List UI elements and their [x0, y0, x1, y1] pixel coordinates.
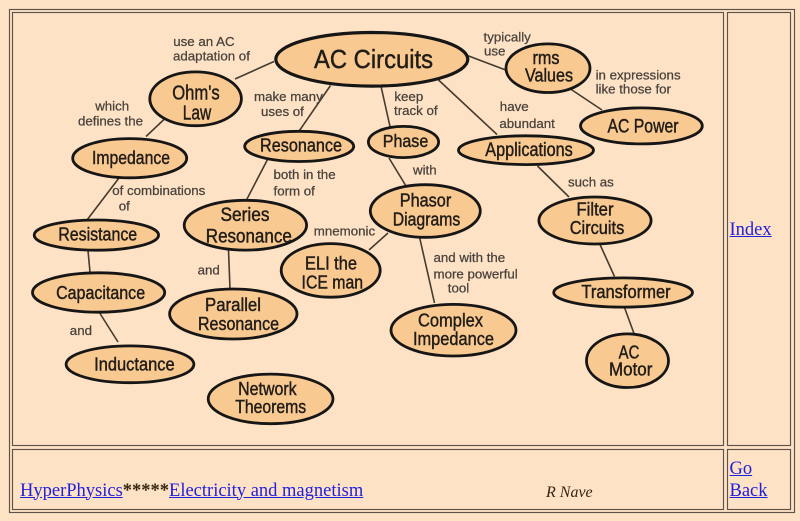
- svg-text:Inductance: Inductance: [94, 353, 175, 374]
- svg-text:Filter: Filter: [577, 199, 614, 220]
- svg-text:use: use: [484, 44, 505, 59]
- svg-text:uses of: uses of: [261, 104, 304, 119]
- svg-text:like those for: like those for: [596, 81, 672, 96]
- svg-text:Circuits: Circuits: [570, 217, 625, 238]
- svg-text:Complex: Complex: [418, 309, 484, 330]
- svg-text:make many: make many: [254, 89, 323, 104]
- svg-text:Phasor: Phasor: [400, 190, 452, 211]
- svg-text:ICE man: ICE man: [302, 272, 364, 293]
- svg-text:Parallel: Parallel: [205, 294, 261, 315]
- svg-text:AC Circuits: AC Circuits: [314, 44, 433, 74]
- svg-text:Diagrams: Diagrams: [393, 209, 461, 230]
- svg-text:Transformer: Transformer: [581, 281, 670, 302]
- svg-text:both in the: both in the: [274, 167, 336, 182]
- svg-text:keep: keep: [394, 89, 423, 104]
- svg-text:Resonance: Resonance: [198, 313, 279, 334]
- svg-text:form of: form of: [274, 184, 316, 199]
- svg-text:have: have: [500, 99, 529, 114]
- svg-text:Resonance: Resonance: [206, 227, 292, 248]
- svg-text:Ohm's: Ohm's: [172, 83, 220, 105]
- svg-text:track of: track of: [394, 103, 438, 118]
- svg-text:rms: rms: [533, 48, 560, 68]
- svg-text:and with the: and with the: [434, 250, 506, 265]
- svg-text:Motor: Motor: [609, 359, 652, 380]
- svg-text:Values: Values: [525, 65, 573, 85]
- svg-text:Applications: Applications: [485, 140, 573, 161]
- svg-text:defines the: defines the: [78, 114, 143, 129]
- svg-text:use an AC: use an AC: [173, 34, 235, 49]
- svg-text:Impedance: Impedance: [413, 328, 494, 349]
- svg-text:mnemonic: mnemonic: [314, 224, 376, 239]
- svg-text:adaptation of: adaptation of: [173, 48, 250, 63]
- svg-text:of: of: [119, 198, 130, 213]
- svg-text:AC Power: AC Power: [608, 116, 680, 137]
- svg-text:Law: Law: [183, 103, 212, 125]
- svg-text:Capacitance: Capacitance: [56, 282, 145, 303]
- svg-text:Resonance: Resonance: [260, 135, 342, 156]
- svg-text:which: which: [94, 99, 129, 114]
- svg-text:typically: typically: [484, 30, 532, 45]
- svg-text:Impedance: Impedance: [92, 147, 170, 168]
- svg-text:Phase: Phase: [383, 131, 429, 151]
- svg-text:and: and: [70, 323, 92, 338]
- svg-text:tool: tool: [448, 281, 469, 296]
- svg-text:of combinations: of combinations: [112, 183, 205, 198]
- svg-text:ELI the: ELI the: [305, 253, 357, 274]
- svg-text:such as: such as: [568, 175, 614, 190]
- svg-text:AC: AC: [619, 342, 640, 363]
- svg-text:Network: Network: [238, 378, 297, 399]
- svg-text:Series: Series: [221, 205, 270, 226]
- svg-text:with: with: [412, 163, 437, 178]
- svg-text:abundant: abundant: [499, 116, 555, 131]
- svg-text:Theorems: Theorems: [235, 396, 306, 417]
- svg-text:Resistance: Resistance: [58, 223, 137, 244]
- svg-text:and: and: [198, 263, 220, 278]
- svg-text:in expressions: in expressions: [596, 68, 681, 83]
- svg-text:more powerful: more powerful: [434, 266, 518, 281]
